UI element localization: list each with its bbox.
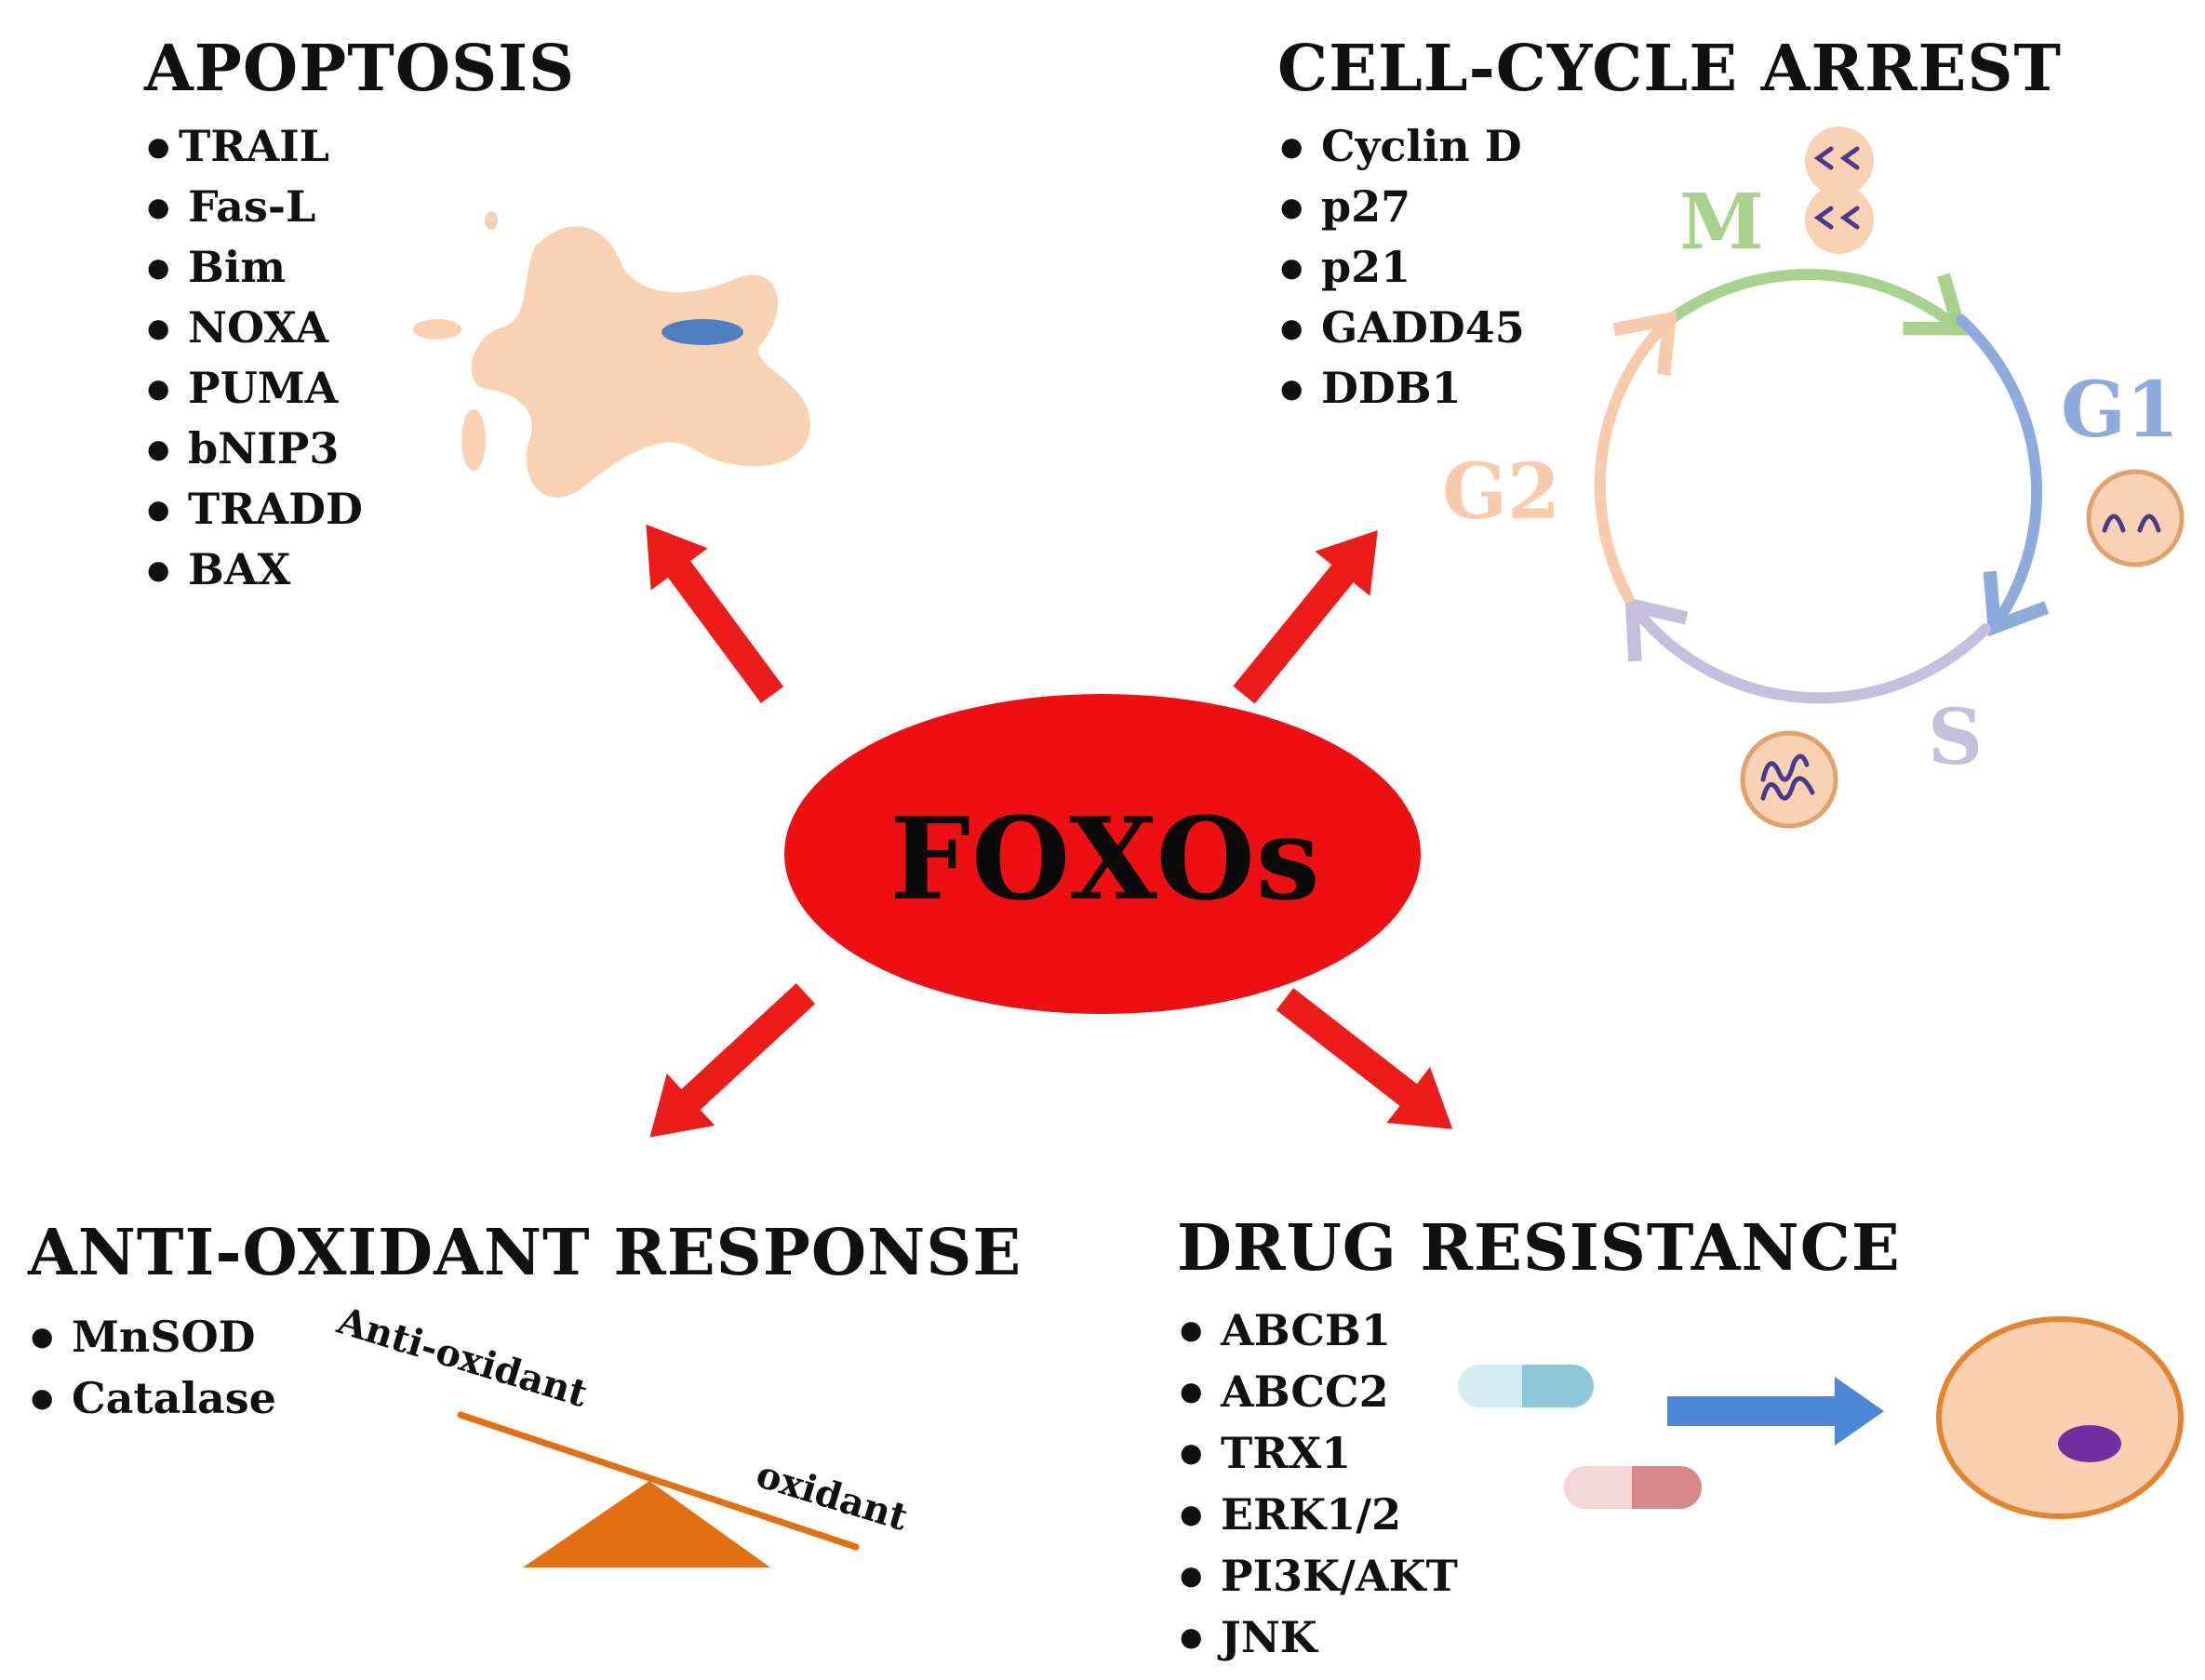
cell-cycle-diagram [1594, 269, 2050, 704]
phase-label-g1: G1 [2061, 366, 2180, 455]
resistant-cell-nucleus [2058, 1425, 2121, 1462]
list-item: ERK1/2 [1180, 1484, 1458, 1545]
apoptotic-cell [413, 211, 810, 498]
list-item: Catalase [31, 1367, 276, 1429]
antioxidant-title: ANTI-OXIDANT RESPONSE [28, 1216, 1022, 1290]
seesaw-fulcrum [523, 1481, 770, 1567]
apoptosis-list: TRAIL Fas-L Bim NOXA PUMA bNIP3 TRADD BA… [147, 116, 363, 600]
apoptotic-body [461, 409, 486, 471]
arrow-to-apoptosis [646, 524, 784, 703]
s-cell [1740, 730, 1838, 829]
list-item: BAX [147, 540, 363, 600]
apoptosis-title: APOPTOSIS [144, 32, 576, 106]
seesaw [457, 1411, 860, 1567]
foxo-ellipse [784, 694, 1421, 1014]
pill-icon [1458, 1365, 1594, 1407]
chromosome-icon [2102, 513, 2161, 533]
apoptotic-body [485, 211, 498, 230]
foxo-arrows [646, 524, 1453, 1138]
mitosis-cells [1805, 127, 1874, 254]
arrow-to-drug-resistance [1276, 988, 1453, 1129]
mitosis-cell [1805, 185, 1874, 254]
drug-resistance-list: ABCB1 ABCC2 TRX1 ERK1/2 PI3K/AKT JNK [1180, 1300, 1458, 1668]
apoptotic-cell-body [471, 226, 810, 498]
cell-cycle-list: Cyclin D p27 p21 GADD45 DDB1 [1280, 116, 1525, 419]
resistant-cell [1936, 1316, 2184, 1519]
list-item: MnSOD [31, 1306, 276, 1367]
antioxidant-list: MnSOD Catalase [31, 1306, 276, 1429]
list-item: Bim [147, 237, 363, 298]
arrow-to-antioxidant [649, 982, 816, 1138]
list-item: DDB1 [1280, 358, 1525, 419]
phase-label-m: M [1679, 178, 1764, 267]
chromosome-icon [1813, 146, 1860, 230]
cycle-arc-s [1624, 596, 1991, 704]
drug-resistance-title: DRUG RESISTANCE [1177, 1211, 1901, 1286]
pill-icon [1564, 1466, 1702, 1509]
apoptotic-body [413, 319, 461, 340]
list-item: p21 [1280, 237, 1525, 298]
list-item: bNIP3 [147, 419, 363, 479]
list-item: ABCC2 [1180, 1361, 1458, 1422]
mitosis-cell [1805, 127, 1874, 195]
seesaw-beam [457, 1411, 860, 1551]
phase-label-g2: G2 [1442, 447, 1561, 537]
list-item: PI3K/AKT [1180, 1545, 1458, 1607]
list-item: ABCB1 [1180, 1300, 1458, 1361]
list-item: NOXA [147, 298, 363, 358]
cycle-arc-m [1665, 269, 1969, 336]
list-item: TRADD [147, 479, 363, 540]
apoptotic-cell-nucleus [662, 319, 743, 345]
list-item: JNK [1180, 1607, 1458, 1668]
phase-label-s: S [1928, 693, 1984, 782]
list-item: TRX1 [1180, 1422, 1458, 1484]
cell-cycle-title: CELL-CYCLE ARREST [1277, 32, 2063, 106]
drug-pills [1458, 1365, 1702, 1509]
foxo-label: FOXOs [889, 792, 1321, 926]
g1-cell [2086, 469, 2185, 567]
list-item: Cyclin D [1280, 116, 1525, 177]
list-item: p27 [1280, 177, 1525, 237]
chromosome-icon [1760, 753, 1815, 801]
arrow-to-cell-cycle [1233, 530, 1378, 704]
list-item: Fas-L [147, 177, 363, 237]
cycle-arc-g1 [1956, 314, 2050, 637]
list-item: TRAIL [147, 116, 363, 177]
cycle-arc-g2 [1594, 311, 1677, 603]
list-item: PUMA [147, 358, 363, 419]
list-item: GADD45 [1280, 298, 1525, 358]
drug-efflux-arrow [1667, 1377, 1884, 1446]
